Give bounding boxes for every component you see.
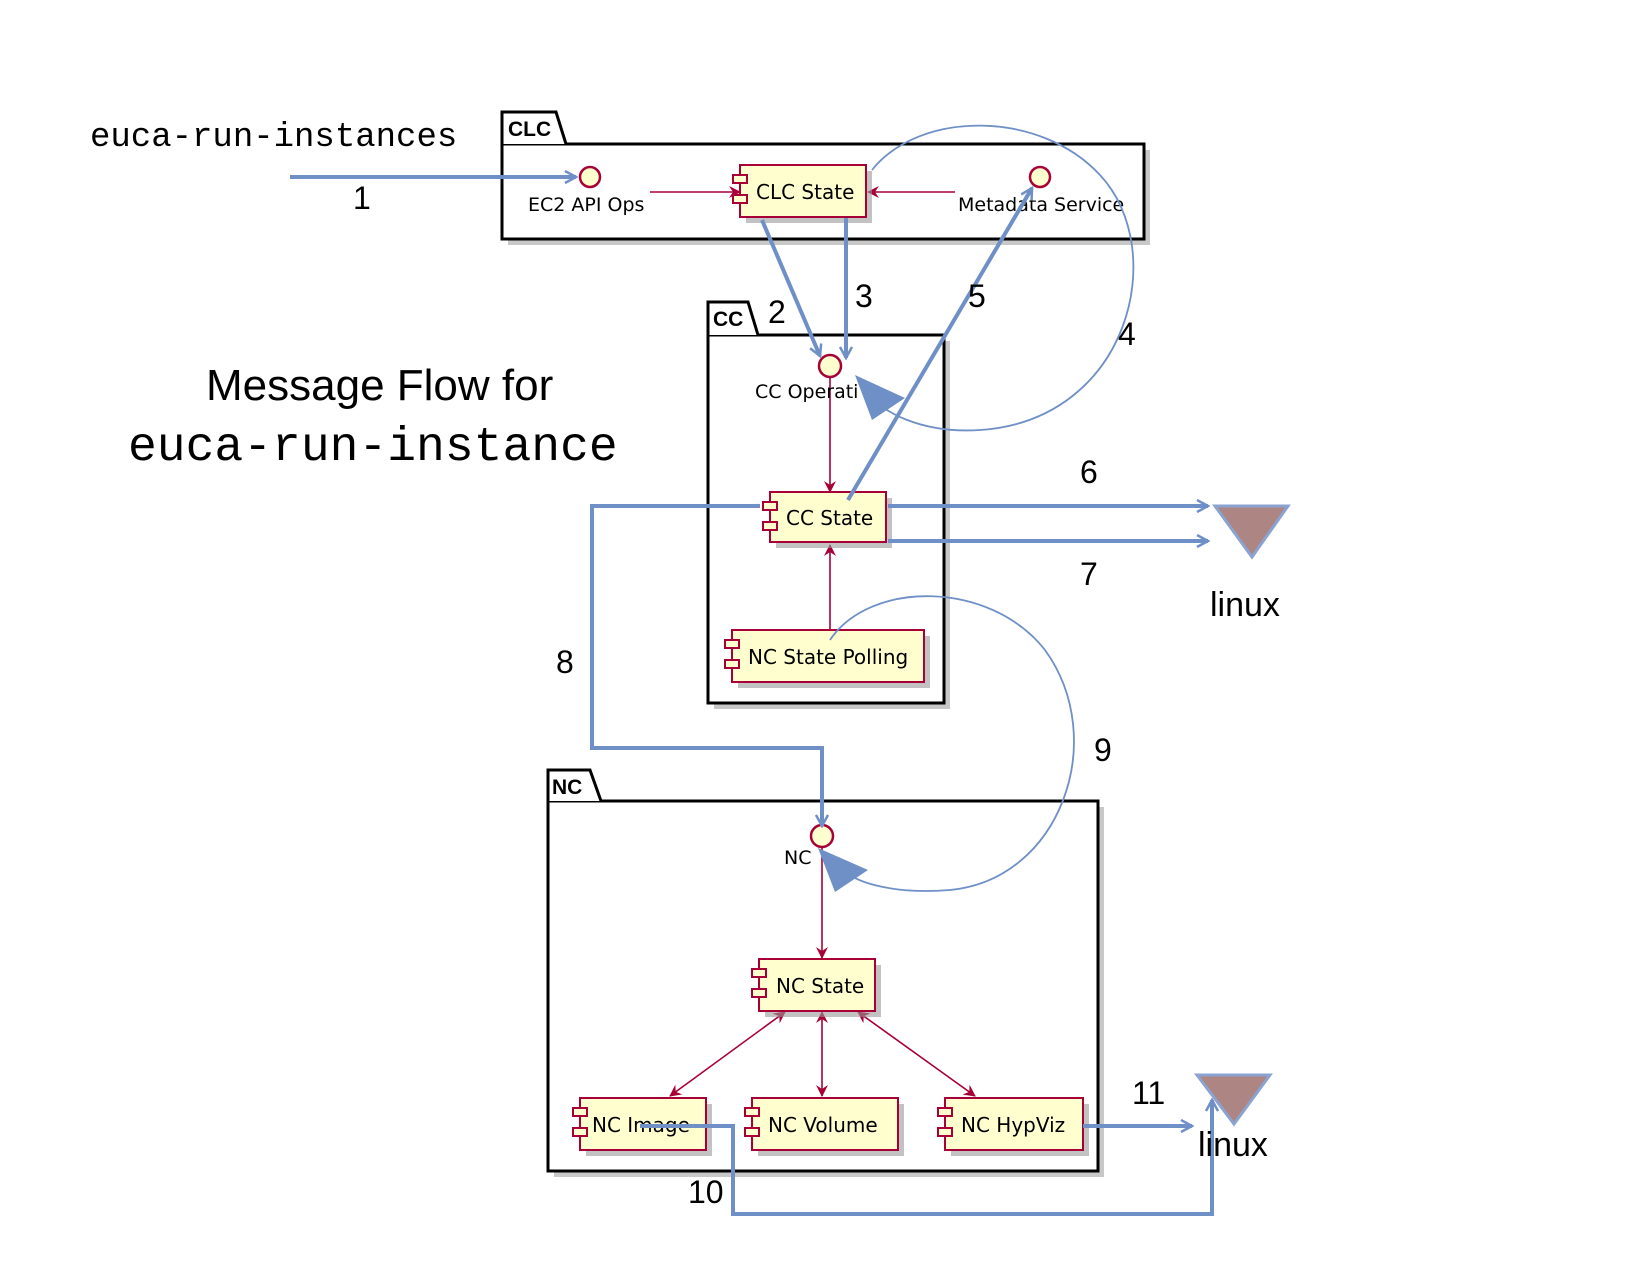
title-line-2: euca-run-instance (128, 421, 618, 475)
nc-package-label: NC (552, 776, 582, 799)
flow-2 (760, 219, 820, 356)
dep-ncstate-ncimage (669, 1011, 786, 1097)
linux-label-top: linux (1210, 586, 1280, 624)
nc-volume-label: NC Volume (768, 1113, 878, 1137)
linux-label-bottom: linux (1198, 1126, 1268, 1164)
dep-ncstate-nchypviz (857, 1011, 976, 1097)
flow-4-loop (869, 124, 1135, 432)
clc-package-label: CLC (508, 118, 551, 141)
nc-hypviz-label: NC HypViz (961, 1113, 1065, 1137)
ec2-api-ops-interface: EC2 API Ops (528, 165, 644, 216)
step-11-label: 11 (1132, 1075, 1165, 1111)
cc-operations-interface: CC Operati (755, 353, 858, 403)
linux-triangle-icon (1212, 504, 1291, 560)
flow-arrows (290, 124, 1212, 1216)
step-numbers: 1 2 3 4 5 6 7 8 9 10 11 (353, 180, 1165, 1210)
nc-state-component: NC State (751, 958, 881, 1017)
nc-state-label: NC State (776, 974, 864, 998)
flow-8 (590, 504, 822, 826)
flow-5 (846, 188, 1034, 502)
linux-target-bottom: linux (1193, 1073, 1273, 1164)
step-9-label: 9 (1094, 732, 1112, 768)
linux-triangle-icon (1193, 1073, 1273, 1127)
clc-state-component: CLC State (732, 164, 872, 223)
step-1-label: 1 (353, 180, 371, 216)
metadata-service-interface: Metadata Service (958, 165, 1124, 216)
linux-target-top: linux (1210, 504, 1291, 624)
ec2-api-ops-label: EC2 API Ops (528, 194, 644, 216)
step-7-label: 7 (1080, 556, 1098, 592)
flow-9-loop (829, 595, 1075, 892)
nc-ops-label: NC (784, 847, 811, 869)
command-label: euca-run-instances (90, 119, 457, 157)
step-3-label: 3 (855, 278, 873, 314)
cc-state-component: CC State (762, 491, 892, 548)
step-8-label: 8 (556, 644, 574, 680)
cc-package-label: CC (713, 308, 743, 331)
nc-hypviz-component: NC HypViz (937, 1097, 1089, 1156)
cc-operations-label: CC Operati (755, 381, 858, 403)
cc-state-label: CC State (786, 506, 873, 530)
step-6-label: 6 (1080, 454, 1098, 490)
clc-state-label: CLC State (756, 180, 854, 204)
nc-volume-component: NC Volume (744, 1097, 904, 1156)
flow-4-arrowhead (855, 375, 905, 420)
nc-state-polling-component: NC State Polling (724, 629, 930, 688)
title-line-1: Message Flow for (206, 361, 553, 410)
step-2-label: 2 (768, 294, 786, 330)
flow-10 (640, 1100, 1212, 1216)
dependency-arrows (650, 186, 976, 1097)
step-4-label: 4 (1118, 316, 1136, 352)
nc-state-polling-label: NC State Polling (748, 645, 908, 669)
flow-9-arrowhead (818, 848, 868, 892)
step-5-label: 5 (968, 278, 986, 314)
step-10-label: 10 (688, 1174, 724, 1210)
metadata-service-label: Metadata Service (958, 194, 1124, 216)
